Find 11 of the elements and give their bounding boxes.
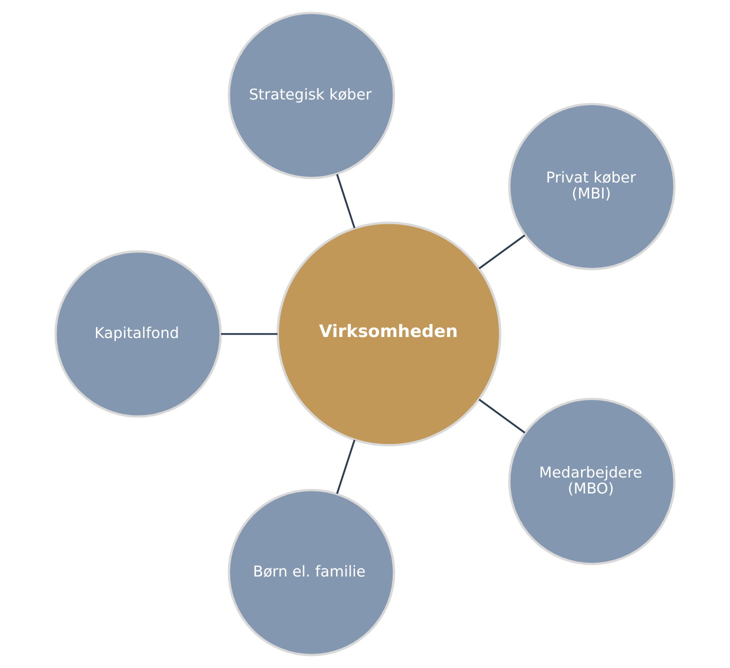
- connector: [336, 440, 356, 494]
- connector: [478, 234, 526, 270]
- node-circle: Medarbejdere (MBO): [508, 398, 676, 566]
- node-circle: Kapitalfond: [54, 250, 222, 418]
- connector: [221, 333, 278, 335]
- connector: [478, 398, 526, 434]
- connector: [336, 174, 356, 228]
- node-circle: Børn el. familie: [228, 488, 396, 656]
- node-circle: Virksomheden: [276, 222, 502, 446]
- node-circle: Strategisk køber: [228, 12, 396, 180]
- node-circle: Privat køber (MBI): [508, 102, 676, 270]
